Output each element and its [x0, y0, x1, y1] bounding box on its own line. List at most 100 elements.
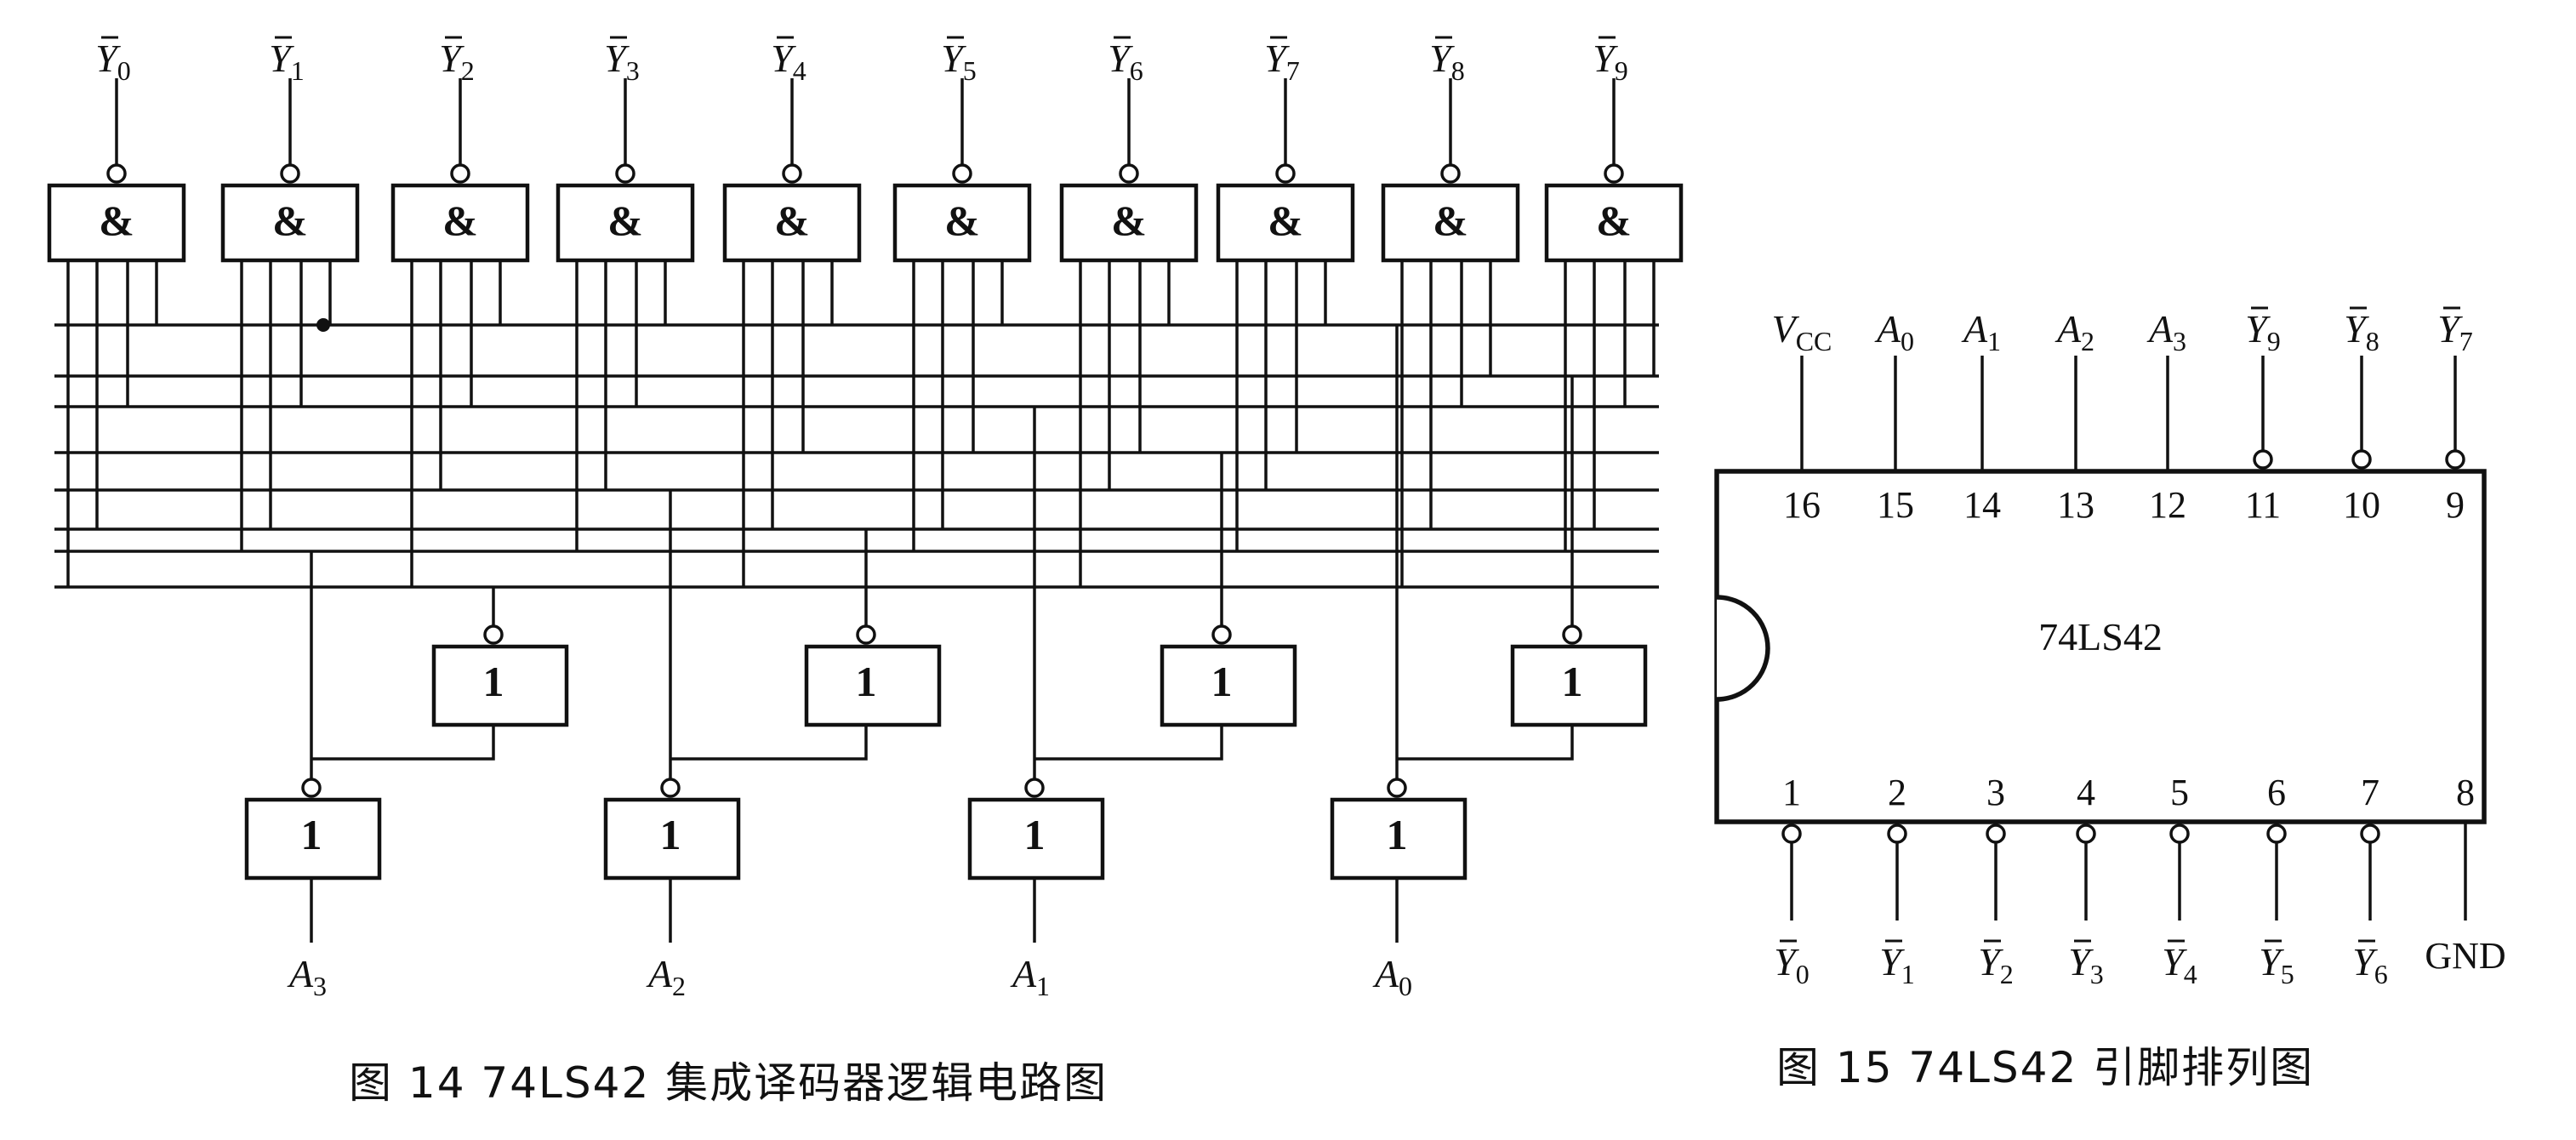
not-gate-stage2-1: 1 — [670, 529, 942, 761]
pin-label-y4-text: Y4 — [2162, 940, 2197, 989]
inversion-bubble — [1387, 778, 1407, 798]
pin-label-y0-text: Y0 — [1774, 940, 1809, 989]
inversion-bubble — [856, 624, 876, 645]
and-gate-symbol: & — [607, 197, 643, 244]
input-label-a0-text: A0 — [1372, 952, 1412, 1001]
and-gate-body — [556, 183, 695, 263]
not-gate-symbol: 1 — [1211, 658, 1233, 705]
output-label-y7: Y7 — [1264, 36, 1300, 86]
not-gate-body — [431, 644, 569, 727]
pin-5: 5Y4 — [2162, 772, 2197, 989]
pin-number: 4 — [2077, 772, 2095, 813]
inversion-bubble — [450, 163, 470, 184]
inversion-bubble — [280, 163, 300, 184]
not-gate-symbol: 1 — [1024, 811, 1046, 858]
output-label-y2-text: Y2 — [439, 37, 475, 86]
output-label-y5-text: Y5 — [941, 37, 977, 86]
input-label-a3-text: A3 — [287, 952, 327, 1001]
and-gate-y0: &Y0 — [47, 36, 186, 587]
and-gate-body — [47, 183, 186, 263]
and-gate-y9: &Y9 — [1544, 36, 1684, 551]
pin-label-y3-text: Y3 — [2068, 940, 2104, 989]
output-label-y9-text: Y9 — [1593, 37, 1628, 86]
pin-label-a3: A3 — [2146, 307, 2186, 356]
not-gate-symbol: 1 — [1387, 811, 1408, 858]
pin-label-y1-text: Y1 — [1879, 940, 1915, 989]
output-label-y4-text: Y4 — [771, 37, 806, 86]
pin-label-y1: Y1 — [1879, 939, 1915, 989]
output-label-y0-text: Y0 — [95, 37, 131, 86]
and-gate-y7: & Y7 — [1216, 36, 1355, 551]
pin-number: 10 — [2343, 484, 2380, 526]
inversion-bubble — [1024, 778, 1045, 798]
pin-number: 3 — [1986, 772, 2005, 813]
pin-number: 14 — [1963, 484, 2001, 526]
pin-number: 1 — [1782, 772, 1801, 813]
inversion-bubble — [1275, 163, 1296, 184]
pin-label-y6: Y6 — [2352, 939, 2388, 989]
pin-label-y4: Y4 — [2162, 939, 2197, 989]
and-gate-y5: &Y5 — [892, 36, 1032, 551]
pin-label-y6-text: Y6 — [2352, 940, 2388, 989]
wire — [670, 725, 868, 761]
and-gate-y3: &Y3 — [556, 36, 695, 551]
pin-label-y3: Y3 — [2068, 939, 2104, 989]
output-label-y8: Y8 — [1429, 36, 1465, 86]
output-label-y7-text: Y7 — [1264, 37, 1300, 86]
inversion-bubble — [1211, 624, 1232, 645]
inversion-bubble — [2169, 824, 2190, 844]
output-label-y0: Y0 — [95, 36, 131, 86]
inversion-bubble — [660, 778, 681, 798]
inversion-bubble — [1119, 163, 1139, 184]
pin-label-a3-text: A3 — [2146, 307, 2186, 356]
and-gate-symbol: & — [1268, 197, 1303, 244]
inversion-bubble — [782, 163, 802, 184]
pin-label-y0: Y0 — [1774, 939, 1809, 989]
pin-9: 9Y7 — [2437, 306, 2473, 526]
input-label-a2: A2 — [646, 952, 686, 1001]
output-label-y6-text: Y6 — [1108, 37, 1143, 86]
inversion-bubble — [1781, 824, 1802, 844]
pin-label-y2: Y2 — [1978, 939, 2014, 989]
and-gate-body — [722, 183, 862, 263]
pin-label-a2: A2 — [2055, 307, 2094, 356]
and-gate-symbol: & — [1111, 197, 1147, 244]
junction-dot — [316, 318, 330, 332]
output-label-y4: Y4 — [771, 36, 806, 86]
pin-label-y5: Y5 — [2259, 939, 2294, 989]
not-gate-body — [967, 797, 1105, 881]
inversion-bubble — [106, 163, 127, 184]
inversion-bubble — [1440, 163, 1461, 184]
pin-12: 12 A3 — [2146, 307, 2186, 526]
output-label-y6: Y6 — [1108, 36, 1143, 86]
inversion-bubble — [301, 778, 322, 798]
input-label-a1-text: A1 — [1010, 952, 1050, 1001]
inversion-bubble — [2266, 824, 2287, 844]
and-gate-y6: & Y6 — [1059, 36, 1199, 587]
inversion-bubble — [1562, 624, 1582, 645]
pin-number: 5 — [2170, 772, 2189, 813]
pin-label-a1-text: A1 — [1961, 307, 2001, 356]
wire — [1397, 725, 1574, 761]
and-gate-symbol: & — [774, 197, 810, 244]
and-gate-body — [390, 183, 530, 263]
pin-label-a2-text: A2 — [2055, 307, 2094, 356]
and-gate-symbol: & — [442, 197, 478, 244]
ic-body — [1714, 469, 2487, 824]
pin-7: 7Y6 — [2352, 772, 2388, 989]
chip-label: 74LS42 — [2038, 615, 2163, 658]
pin-label-vcc-text: VCC — [1772, 307, 1832, 356]
pin-number: 12 — [2149, 484, 2186, 526]
pin-number: 8 — [2456, 772, 2475, 813]
pin-label-y8: Y8 — [2344, 306, 2379, 356]
inversion-bubble — [483, 624, 504, 645]
output-label-y5: Y5 — [941, 36, 977, 86]
and-gate-y2: & Y2 — [390, 36, 530, 587]
pin-13: 13 A2 — [2055, 307, 2094, 526]
not-gate-inv-a0: 1A0 — [1330, 325, 1468, 1001]
pin-label-y7: Y7 — [2437, 306, 2473, 356]
pin-number: 13 — [2057, 484, 2094, 526]
and-gate-y8: &Y8 — [1381, 36, 1520, 587]
pin-4: 4Y3 — [2068, 772, 2104, 989]
